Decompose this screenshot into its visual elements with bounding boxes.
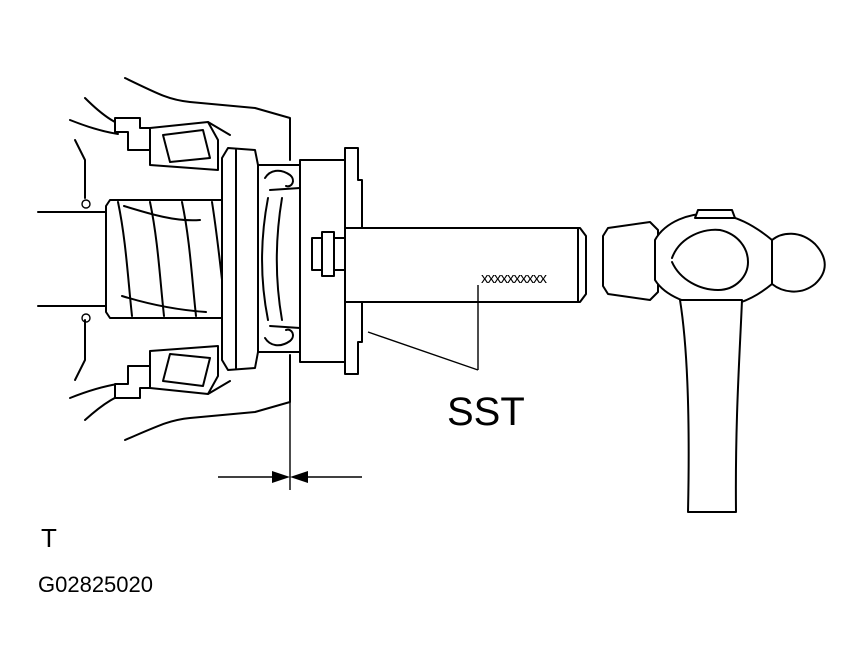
knurl-marks: xxxxxxxxxx: [481, 270, 548, 287]
sst-tool: xxxxxxxxxx: [299, 147, 587, 375]
collar: [221, 147, 259, 371]
axle-housing: [37, 77, 291, 441]
sst-label: SST: [447, 390, 525, 434]
depth-dimension: [218, 370, 362, 490]
hammer-icon: [602, 209, 826, 513]
lower-bearing: [114, 345, 231, 399]
upper-bearing: [114, 117, 231, 171]
figure-code-label: G02825020: [38, 572, 153, 597]
corner-mark-label: T: [41, 523, 57, 553]
pinion-shaft: [105, 199, 237, 319]
